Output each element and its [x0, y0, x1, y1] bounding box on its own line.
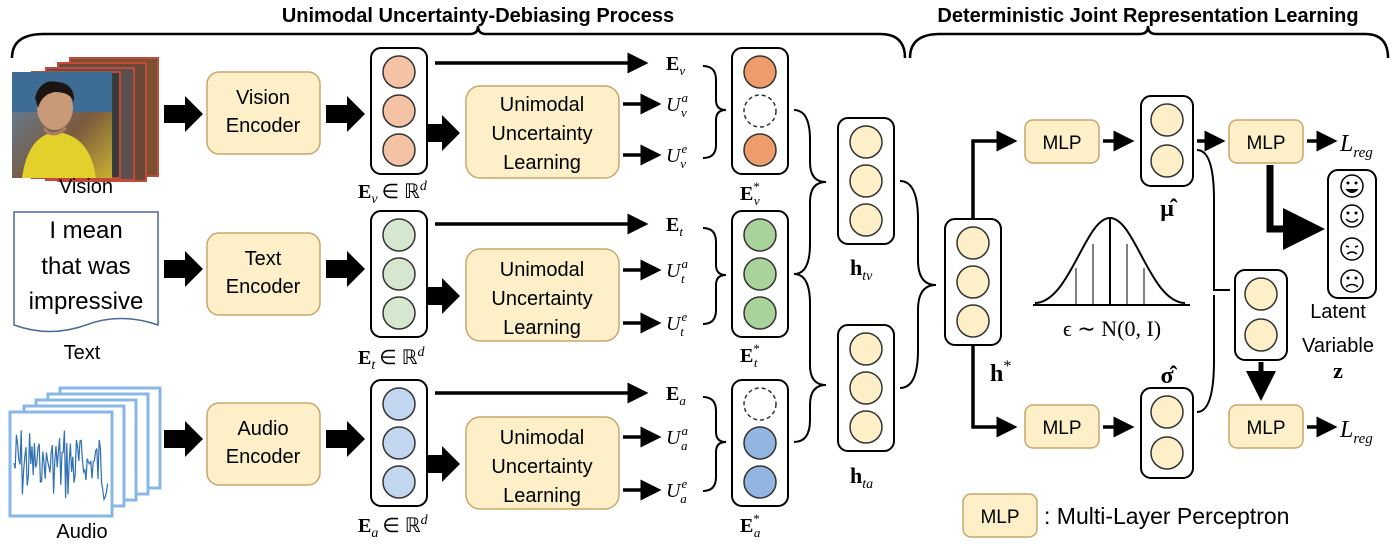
- sigma-column: [1140, 387, 1194, 479]
- uul-audio: Unimodal Uncertainty Learning: [465, 416, 620, 510]
- embedding-vision: [370, 47, 428, 175]
- debiased-audio: [731, 379, 789, 507]
- svg-text:Uncertainty: Uncertainty: [491, 288, 592, 310]
- input-label-vision: Vision: [59, 176, 113, 198]
- label-Lreg-bottom: Lreg: [1339, 417, 1373, 447]
- debiased-text: [731, 210, 789, 338]
- photo-stack-icon: [12, 57, 159, 182]
- svg-text:MLP: MLP: [1246, 418, 1285, 439]
- h-ta-column: [837, 324, 895, 452]
- mu-column: [1140, 95, 1194, 187]
- doc-line-2: that was: [41, 253, 130, 280]
- arrows-embedding-E: [435, 52, 649, 404]
- arrows-hstar-mlp: [971, 130, 1018, 438]
- svg-text:Text: Text: [245, 248, 282, 270]
- label-mu: μ̂: [1160, 196, 1178, 222]
- emoji-faces-icon: [1327, 169, 1377, 299]
- input-label-text: Text: [64, 342, 101, 364]
- label-h-ta: hta: [850, 463, 873, 492]
- uul-vision: Unimodal Uncertainty Learning: [465, 85, 620, 179]
- label-Estar-t: E*t: [740, 341, 760, 370]
- label-Lreg-top: Lreg: [1339, 131, 1373, 161]
- label-sigma: σ̂: [1160, 363, 1177, 389]
- arrows-uul-U: [623, 93, 662, 501]
- embed-label-v: Ev∈ ℝd: [358, 179, 428, 207]
- arrows-embedding-uul: [428, 115, 460, 482]
- label-epsilon: ϵ ∼ N(0, I): [1063, 316, 1161, 341]
- svg-text:Vision: Vision: [236, 87, 290, 109]
- label-h-star: h*: [990, 358, 1011, 387]
- debiased-vision: [731, 47, 789, 175]
- vision-encoder: Vision Encoder: [206, 71, 321, 155]
- mlp-mu[interactable]: MLP: [1024, 119, 1100, 164]
- svg-text:Unimodal: Unimodal: [500, 259, 584, 281]
- out-E-a: Ea: [666, 383, 686, 408]
- mlp-upper-right[interactable]: MLP: [1228, 119, 1304, 164]
- svg-text:Learning: Learning: [503, 485, 581, 507]
- latent-line-3: z: [1333, 358, 1343, 383]
- arrows-mlp-stats: [1103, 130, 1135, 438]
- svg-text:Encoder: Encoder: [226, 115, 301, 137]
- mlp-sigma[interactable]: MLP: [1024, 404, 1100, 449]
- embed-label-a: Ea∈ ℝd: [358, 513, 429, 541]
- arrows-input-encoder: [164, 96, 203, 457]
- input-label-audio: Audio: [56, 521, 107, 543]
- embed-label-t: Et∈ ℝd: [358, 345, 426, 373]
- svg-text:Uncertainty: Uncertainty: [491, 456, 592, 478]
- svg-text:Audio: Audio: [237, 418, 288, 440]
- title-right: Deterministic Joint Representation Learn…: [937, 5, 1358, 27]
- document-icon: [13, 211, 159, 333]
- h-star-column: [944, 218, 1002, 346]
- label-Estar-a: E*a: [740, 511, 761, 540]
- svg-text:Unimodal: Unimodal: [500, 94, 584, 116]
- uul-text: Unimodal Uncertainty Learning: [465, 248, 620, 342]
- legend-desc: : Multi-Layer Perceptron: [1044, 503, 1289, 529]
- legend-mlp: MLP : Multi-Layer Perceptron: [962, 493, 1289, 538]
- reparam-curves: [1196, 149, 1230, 413]
- svg-text:MLP: MLP: [1246, 133, 1285, 154]
- svg-text:Learning: Learning: [503, 152, 581, 174]
- doc-line-1: I mean: [49, 217, 122, 244]
- out-E-v: Ev: [666, 53, 685, 78]
- brace-right: [908, 25, 1390, 59]
- gaussian-curve-icon: [1033, 216, 1190, 306]
- text-encoder: Text Encoder: [206, 232, 321, 316]
- out-E-t: Et: [666, 214, 683, 239]
- svg-text:Uncertainty: Uncertainty: [491, 123, 592, 145]
- svg-text:MLP: MLP: [1042, 133, 1081, 154]
- svg-text:Unimodal: Unimodal: [500, 427, 584, 449]
- embedding-audio: [370, 379, 428, 507]
- label-Estar-v: E*v: [740, 179, 760, 208]
- svg-text:Encoder: Encoder: [226, 446, 301, 468]
- embedding-text: [370, 210, 428, 338]
- title-left: Unimodal Uncertainty-Debiasing Process: [282, 5, 674, 27]
- label-h-tv: htv: [850, 255, 873, 284]
- svg-text:MLP: MLP: [980, 507, 1019, 528]
- h-tv-column: [837, 117, 895, 245]
- svg-text:MLP: MLP: [1042, 418, 1081, 439]
- arrow-mlp-faces: [1266, 165, 1325, 250]
- latent-line-1: Latent: [1310, 301, 1366, 323]
- arrows-encoder-embedding: [326, 96, 365, 457]
- mlp-lower-right[interactable]: MLP: [1228, 404, 1304, 449]
- latent-line-2: Variable: [1302, 335, 1374, 357]
- joint-brace: [899, 180, 937, 389]
- svg-text:Encoder: Encoder: [226, 276, 301, 298]
- output-braces: [702, 65, 727, 492]
- fusion-braces: [793, 109, 827, 443]
- svg-text:Learning: Learning: [503, 317, 581, 339]
- z-column: [1234, 269, 1288, 361]
- waveform-stack-icon: [8, 386, 162, 518]
- doc-line-3: impressive: [29, 288, 144, 315]
- brace-left: [10, 25, 907, 59]
- audio-encoder: Audio Encoder: [206, 402, 321, 486]
